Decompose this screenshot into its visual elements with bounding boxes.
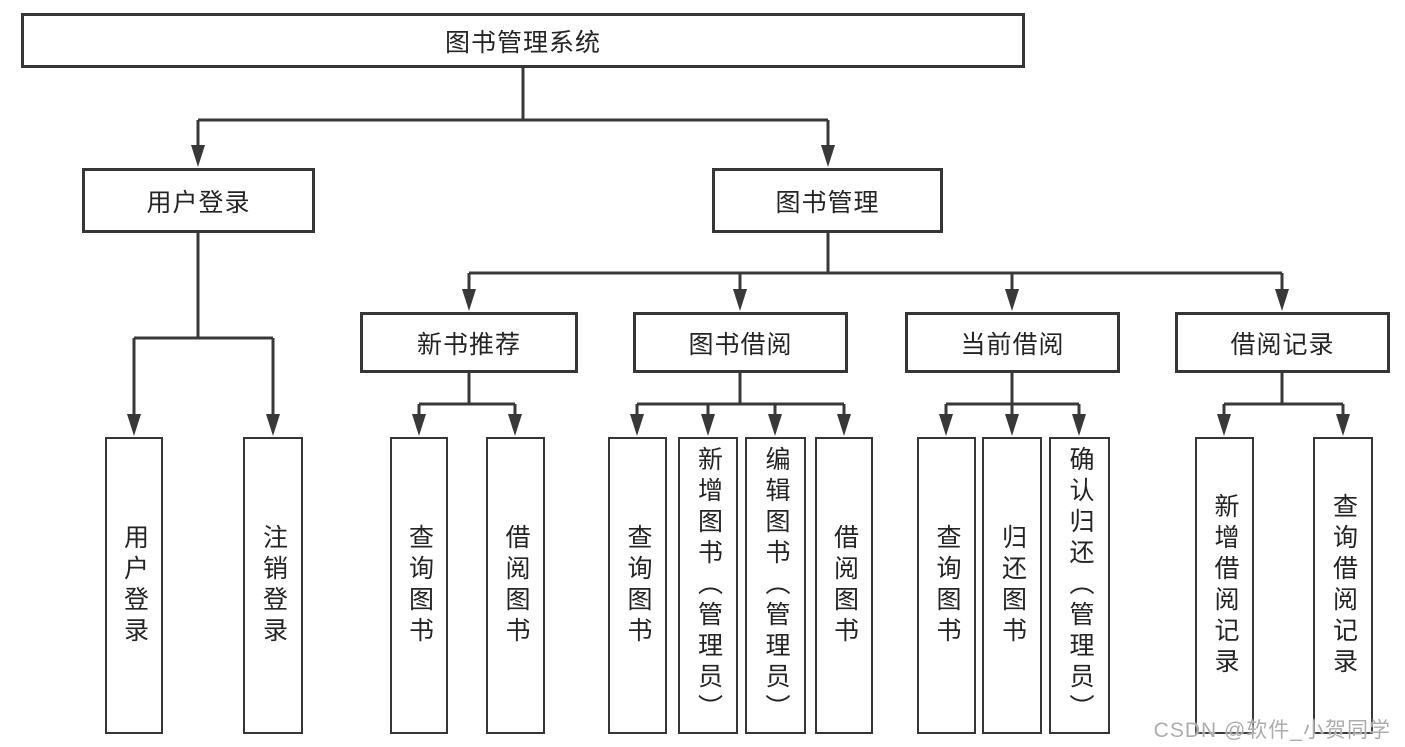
arrowheads [127, 145, 1350, 436]
leaf-borrow-books-recommend: 借阅图书 [486, 437, 545, 734]
node-label: 图书管理系统 [444, 28, 601, 57]
leaf-add-borrow-record: 新增借阅记录 [1195, 437, 1254, 734]
node-current-borrow: 当前借阅 [905, 312, 1120, 373]
node-label: 查询图书 [933, 523, 961, 648]
node-label: 借阅记录 [1230, 330, 1335, 359]
node-label: 图书借阅 [688, 330, 793, 359]
node-label: 查询图书 [405, 523, 434, 648]
node-label: 查询图书 [624, 523, 652, 648]
node-book-management: 图书管理 [712, 168, 943, 233]
node-label: 归还图书 [998, 523, 1027, 648]
node-book-borrow: 图书借阅 [633, 312, 848, 373]
leaf-borrow-books: 借阅图书 [815, 437, 873, 734]
node-label: 编辑图书（管理员） [762, 446, 790, 725]
leaf-confirm-return-admin: 确认归还（管理员） [1049, 437, 1110, 734]
csdn-watermark: CSDN @软件_小贺同学 [1153, 719, 1391, 742]
leaf-query-books-borrow: 查询图书 [608, 437, 667, 734]
node-label: 用户登录 [146, 188, 251, 217]
node-borrow-records: 借阅记录 [1175, 312, 1390, 373]
leaf-user-login-action: 用户登录 [105, 437, 163, 734]
node-user-login: 用户登录 [82, 168, 315, 233]
node-label: 图书管理 [775, 188, 880, 217]
node-book-management-system: 图书管理系统 [21, 13, 1025, 68]
leaf-query-books-current: 查询图书 [917, 437, 976, 734]
node-label: 新增借阅记录 [1211, 492, 1239, 679]
node-label: 当前借阅 [960, 330, 1065, 359]
leaf-query-borrow-record: 查询借阅记录 [1313, 437, 1373, 734]
leaf-edit-books-admin: 编辑图书（管理员） [745, 437, 806, 734]
node-label: 新增图书（管理员） [694, 446, 723, 725]
node-label: 用户登录 [120, 523, 149, 648]
node-label: 查询借阅记录 [1329, 492, 1358, 679]
node-label: 借阅图书 [502, 523, 530, 648]
leaf-query-books-recommend: 查询图书 [390, 437, 448, 734]
leaf-logout: 注销登录 [243, 437, 303, 734]
node-new-book-recommend: 新书推荐 [360, 312, 578, 373]
leaf-return-books: 归还图书 [982, 437, 1042, 734]
node-label: 确认归还（管理员） [1066, 446, 1094, 725]
node-label: 借阅图书 [830, 523, 859, 648]
leaf-add-books-admin: 新增图书（管理员） [678, 437, 738, 734]
node-label: 注销登录 [259, 523, 288, 648]
node-label: 新书推荐 [416, 330, 521, 359]
